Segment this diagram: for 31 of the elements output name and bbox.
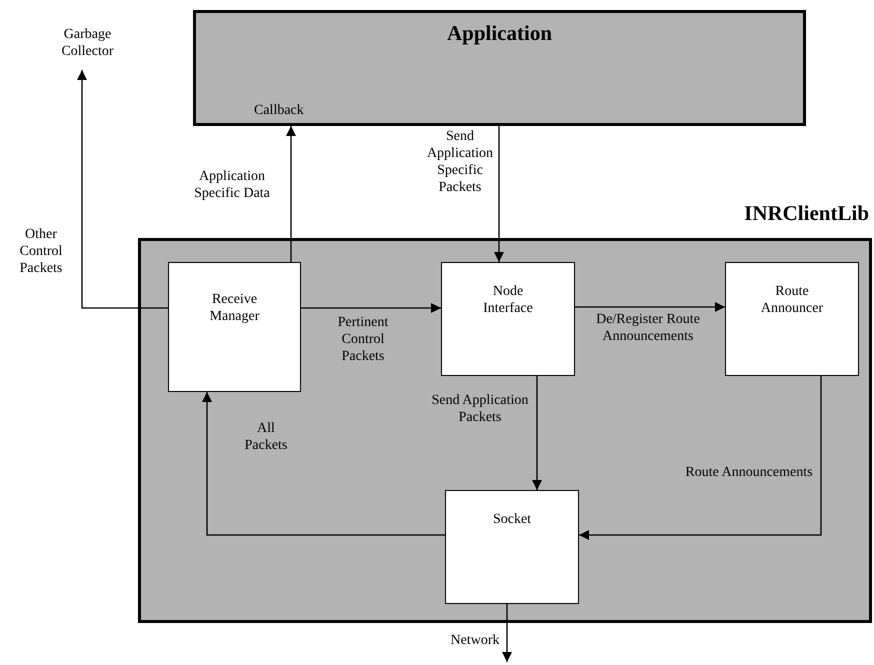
edge-label: Pertinent Control Packets [336, 314, 390, 365]
box-label: Node Interface [482, 283, 534, 317]
application-box [193, 10, 806, 126]
edge-label: Send Application Packets [430, 392, 530, 426]
arrow [494, 126, 504, 262]
box-title: Application [446, 21, 554, 45]
process-box [445, 490, 579, 604]
edge-label: All Packets [244, 420, 288, 454]
edge-label: Other Control Packets [18, 226, 64, 277]
edge-label: Send Application Specific Packets [426, 128, 494, 196]
container-title: INRClientLib [744, 201, 869, 225]
arrow [77, 70, 168, 309]
arrow [575, 302, 725, 312]
arrow [202, 392, 445, 536]
arrow [286, 126, 296, 262]
arrow [301, 303, 441, 313]
box-label: Route Announcer [760, 283, 824, 317]
arrow [502, 604, 512, 662]
arrow [579, 376, 822, 540]
edge-label: Application Specific Data [193, 168, 271, 202]
edge-label: Network [450, 632, 500, 649]
process-box [168, 262, 301, 392]
port-label: Callback [254, 102, 304, 119]
component-label: Garbage Collector [60, 26, 115, 60]
edge-label: Route Announcements [684, 464, 814, 481]
arrow [532, 376, 542, 490]
process-box [441, 262, 575, 376]
edge-label: De/Register Route Announcements [595, 311, 701, 345]
box-label: Receive Manager [208, 291, 260, 325]
box-label: Socket [492, 511, 532, 528]
process-box [725, 262, 859, 376]
